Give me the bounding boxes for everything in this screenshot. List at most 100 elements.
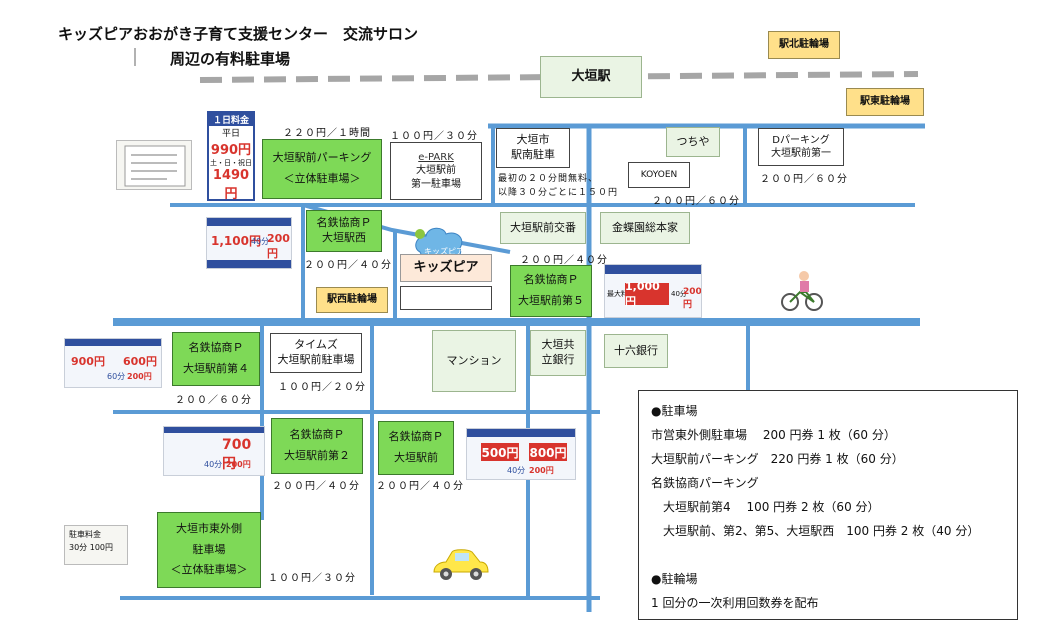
landmark-mansion: マンション <box>432 330 516 392</box>
bike-lot-north: 駅北駐輪場 <box>768 31 840 59</box>
sign-1000-price: 200円 <box>683 287 702 310</box>
sign-600-unit-price: 200円 <box>127 372 152 381</box>
city-south-name-2: 駅南駐車 <box>511 148 555 161</box>
price-meitetsu-4: ２００／６０分 <box>175 395 252 406</box>
price-city-east: １００円／３０分 <box>268 573 356 584</box>
landmark-koban: 大垣駅前交番 <box>500 212 586 244</box>
city-south-note-2: 以降３０分ごとに１５０円 <box>498 188 619 198</box>
sign-1000-unit: 40分 <box>671 290 687 298</box>
meitetsu-ekimae-lot: 大垣駅前 <box>394 451 438 464</box>
photo-sign-990: １日料金 平日 990円 土・日・祝日 1490円 <box>207 111 255 201</box>
eparking-brand: e-PARK <box>418 151 454 163</box>
landmark-koyoen: KOYOEN <box>628 162 690 188</box>
sign-1100-price: 200円 <box>267 232 290 260</box>
sign-1100-band <box>207 218 291 226</box>
sign-700-band <box>164 427 264 433</box>
sign-990-holiday: 土・日・祝日 <box>210 159 252 167</box>
parking-meitetsu-5: 名鉄協商Ｐ 大垣駅前第５ <box>510 265 592 317</box>
times-name: タイムズ <box>294 338 338 352</box>
photo-sign-500: 500円 800円 40分 200円 <box>466 428 576 480</box>
page-subtitle: 周辺の有料駐車場 <box>170 50 291 68</box>
koyoen-label: KOYOEN <box>640 169 678 180</box>
meitetsu-2-lot: 大垣駅前第２ <box>284 449 350 462</box>
landmark-ogaki-kyoritsu-bank: 大垣共 立銀行 <box>530 330 586 376</box>
photo-parking-sign-ogaki <box>116 140 192 190</box>
legend-line-meitetsu-4: 大垣駅前第4 100 円券 2 枚（60 分） <box>651 500 880 514</box>
parking-meitetsu-4: 名鉄協商Ｐ 大垣駅前第４ <box>172 332 260 386</box>
landmark-kinchoen: 金蝶園総本家 <box>600 212 690 244</box>
landmark-juroku-bank: 十六銀行 <box>604 334 668 368</box>
sign-990-head: １日料金 <box>209 113 253 126</box>
mansion-label: マンション <box>446 353 502 367</box>
legend-box: ●駐車場 市営東外側駐車場 200 円券 1 枚（60 分） 大垣駅前パーキング… <box>638 390 1018 620</box>
parking-ogaki-ekimae-name: 大垣駅前パーキング <box>272 151 372 165</box>
legend-line-city-east: 市営東外側駐車場 200 円券 1 枚（60 分） <box>651 428 896 442</box>
eparking-lot: 第一駐車場 <box>411 178 461 190</box>
sign-city-title: 駐車料金 <box>69 530 101 539</box>
sign-990-weekday: 平日 <box>221 129 240 139</box>
bike-lot-north-label: 駅北駐輪場 <box>779 39 829 51</box>
unlabeled-building <box>400 286 492 310</box>
parking-ogaki-ekimae: 大垣駅前パーキング ＜立体駐車場＞ <box>262 139 382 199</box>
d-parking-lot: 大垣駅前第一 <box>771 148 831 159</box>
meitetsu-4-lot: 大垣駅前第４ <box>183 362 249 375</box>
photo-sign-city: 駐車料金 30分 100円 <box>64 525 128 565</box>
sign-city-unit: 30分 <box>69 543 88 552</box>
car-illustration <box>433 549 489 580</box>
city-south-note-1: 最初の２０分間無料、 <box>498 174 599 184</box>
landmark-tsuchiya: つちや <box>666 127 720 157</box>
sign-500-price-b: 800円 <box>529 443 567 461</box>
parking-meitetsu-west: 名鉄協商Ｐ 大垣駅西 <box>306 210 382 252</box>
ogaki-station: 大垣駅 <box>540 56 642 98</box>
city-south-name-1: 大垣市 <box>516 133 550 147</box>
photo-sign-700: 700円 40分 200円 <box>163 426 265 476</box>
meitetsu-5-lot: 大垣駅前第５ <box>518 294 584 307</box>
parking-times: タイムズ 大垣駅前駐車場 <box>270 333 362 373</box>
bike-lot-west: 駅西駐輪場 <box>316 287 388 313</box>
meitetsu-2-name: 名鉄協商Ｐ <box>289 428 345 442</box>
sign-500-price-a: 500円 <box>481 443 519 461</box>
parking-city-east: 大垣市東外側 駐車場 ＜立体駐車場＞ <box>157 512 261 588</box>
sign-600-band <box>65 339 161 346</box>
price-meitetsu-ekimae: ２００円／４０分 <box>376 481 464 492</box>
parking-eparking: e-PARK 大垣駅前 第一駐車場 <box>390 142 482 200</box>
sign-1100-max: 1,100円 <box>211 234 261 248</box>
sign-1000-band <box>605 265 701 274</box>
meitetsu-4-name: 名鉄協商Ｐ <box>188 341 244 355</box>
price-meitetsu-5: ２００円／４０分 <box>520 255 608 266</box>
times-lot: 大垣駅前駐車場 <box>277 353 355 366</box>
photo-sign-1100: 1,100円 40分 200円 <box>206 217 292 269</box>
price-d-parking: ２００円／６０分 <box>760 174 848 185</box>
photo-sign-600: 900円 600円 60分 200円 <box>64 338 162 388</box>
parking-ogaki-ekimae-type: ＜立体駐車場＞ <box>283 172 361 185</box>
sign-1000-label: 最大料金 <box>607 290 635 298</box>
parking-d-parking: Dパーキング 大垣駅前第一 <box>758 128 844 166</box>
parking-city-south: 大垣市 駅南駐車 <box>496 128 570 168</box>
price-koyoen: ２００円／６０分 <box>652 196 740 207</box>
legend-line-ekimae: 大垣駅前パーキング 220 円券 1 枚（60 分） <box>651 452 904 466</box>
sign-700-price: 700円 <box>222 437 252 472</box>
price-eparking: １００円／３０分 <box>390 131 478 142</box>
price-meitetsu-2: ２００円／４０分 <box>272 481 360 492</box>
sign-500-unit-price: 200円 <box>529 466 554 475</box>
city-south-note: 最初の２０分間無料、 以降３０分ごとに１５０円 <box>498 172 618 200</box>
kidspia-logo-leaf <box>415 229 425 239</box>
bike-lot-west-label: 駅西駐輪場 <box>327 294 377 306</box>
sign-600-price-a: 900円 <box>71 355 105 368</box>
price-meitetsu-west: ２００円／４０分 <box>304 260 392 271</box>
kidspia-logo: キッズピア <box>415 227 464 262</box>
sign-500-band <box>467 429 575 437</box>
kidspia-label: キッズピア <box>413 260 479 276</box>
legend-bike-heading: ●駐輪場 <box>651 572 698 586</box>
legend-bike-line: 1 回分の一次利用回数券を配布 <box>651 596 819 610</box>
sign-1100-unit: 40分 <box>251 237 270 246</box>
kidspia-building: キッズピア <box>400 254 492 282</box>
sign-700-unit-price: 200円 <box>226 460 251 469</box>
page-title: キッズピアおおがき子育て支援センター 交流サロン <box>58 25 419 43</box>
city-east-name: 大垣市東外側 <box>176 521 242 535</box>
bike-lot-east: 駅東駐輪場 <box>846 88 924 116</box>
bicycle-illustration <box>781 271 823 311</box>
meitetsu-west-lot: 大垣駅西 <box>322 231 366 244</box>
kinchoen-label: 金蝶園総本家 <box>612 220 678 234</box>
meitetsu-5-name: 名鉄協商Ｐ <box>523 273 579 287</box>
